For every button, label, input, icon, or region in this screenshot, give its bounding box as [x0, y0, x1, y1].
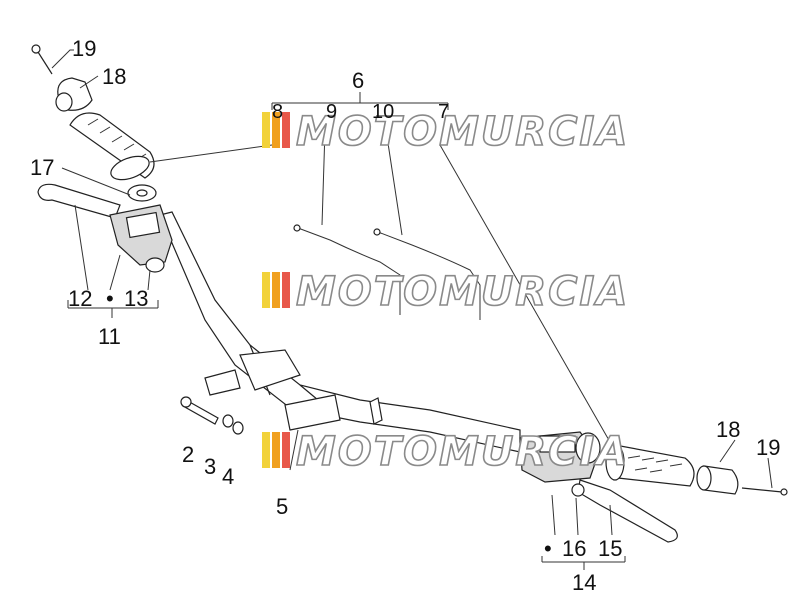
washer-medium — [232, 421, 244, 435]
label-16: 16 — [562, 536, 586, 561]
bolt — [180, 396, 219, 425]
watermark-bottom: MOTOMURCIA — [262, 428, 629, 476]
label-8: 8 — [272, 101, 283, 123]
label-3: 3 — [204, 454, 216, 479]
label-18-right: 18 — [716, 417, 740, 442]
throttle-cable-a — [293, 224, 401, 315]
label-11: 11 — [98, 324, 121, 349]
label-4: 4 — [222, 464, 234, 489]
watermark-middle: MOTOMURCIA — [262, 268, 629, 316]
left-bar-end-weight — [55, 77, 93, 112]
label-10: 10 — [372, 101, 394, 123]
right-grip — [605, 443, 695, 487]
throttle-cable-b — [373, 228, 481, 320]
label-15: 15 — [598, 536, 622, 561]
part-labels: 19 18 6 8 9 10 7 17 12 • 13 11 2 3 4 5 1… — [30, 36, 780, 595]
label-5: 5 — [276, 494, 288, 519]
left-grip — [69, 112, 155, 181]
left-bar-end-screw — [31, 44, 53, 75]
watermark-text: MOTOMURCIA — [296, 269, 629, 315]
label-bullet-right: • — [544, 536, 552, 561]
left-brake-lever — [37, 183, 121, 219]
left-washer — [127, 184, 157, 202]
label-18-left: 18 — [102, 64, 126, 89]
label-9: 9 — [326, 101, 337, 123]
label-bullet-left: • — [106, 286, 114, 311]
label-6: 6 — [352, 68, 364, 93]
watermark-text: MOTOMURCIA — [296, 109, 629, 155]
label-19-left: 19 — [72, 36, 96, 61]
right-lever-pivot — [571, 483, 585, 497]
right-bar-end-weight — [696, 465, 739, 495]
label-7: 7 — [438, 101, 449, 123]
left-master-cylinder — [109, 204, 173, 273]
right-bar-end-screw — [741, 487, 788, 496]
watermark-top: MOTOMURCIA — [262, 108, 629, 156]
label-17: 17 — [30, 155, 54, 180]
label-12: 12 — [68, 286, 92, 311]
label-14: 14 — [572, 570, 596, 595]
right-master-cylinder — [519, 431, 601, 483]
watermark-text: MOTOMURCIA — [296, 429, 629, 475]
label-2: 2 — [182, 442, 194, 467]
right-brake-lever — [577, 479, 678, 543]
label-19-right: 19 — [756, 435, 780, 460]
leader-lines — [51, 49, 773, 570]
label-13: 13 — [124, 286, 148, 311]
handlebar-tube — [159, 211, 521, 453]
washer-small — [222, 414, 234, 428]
